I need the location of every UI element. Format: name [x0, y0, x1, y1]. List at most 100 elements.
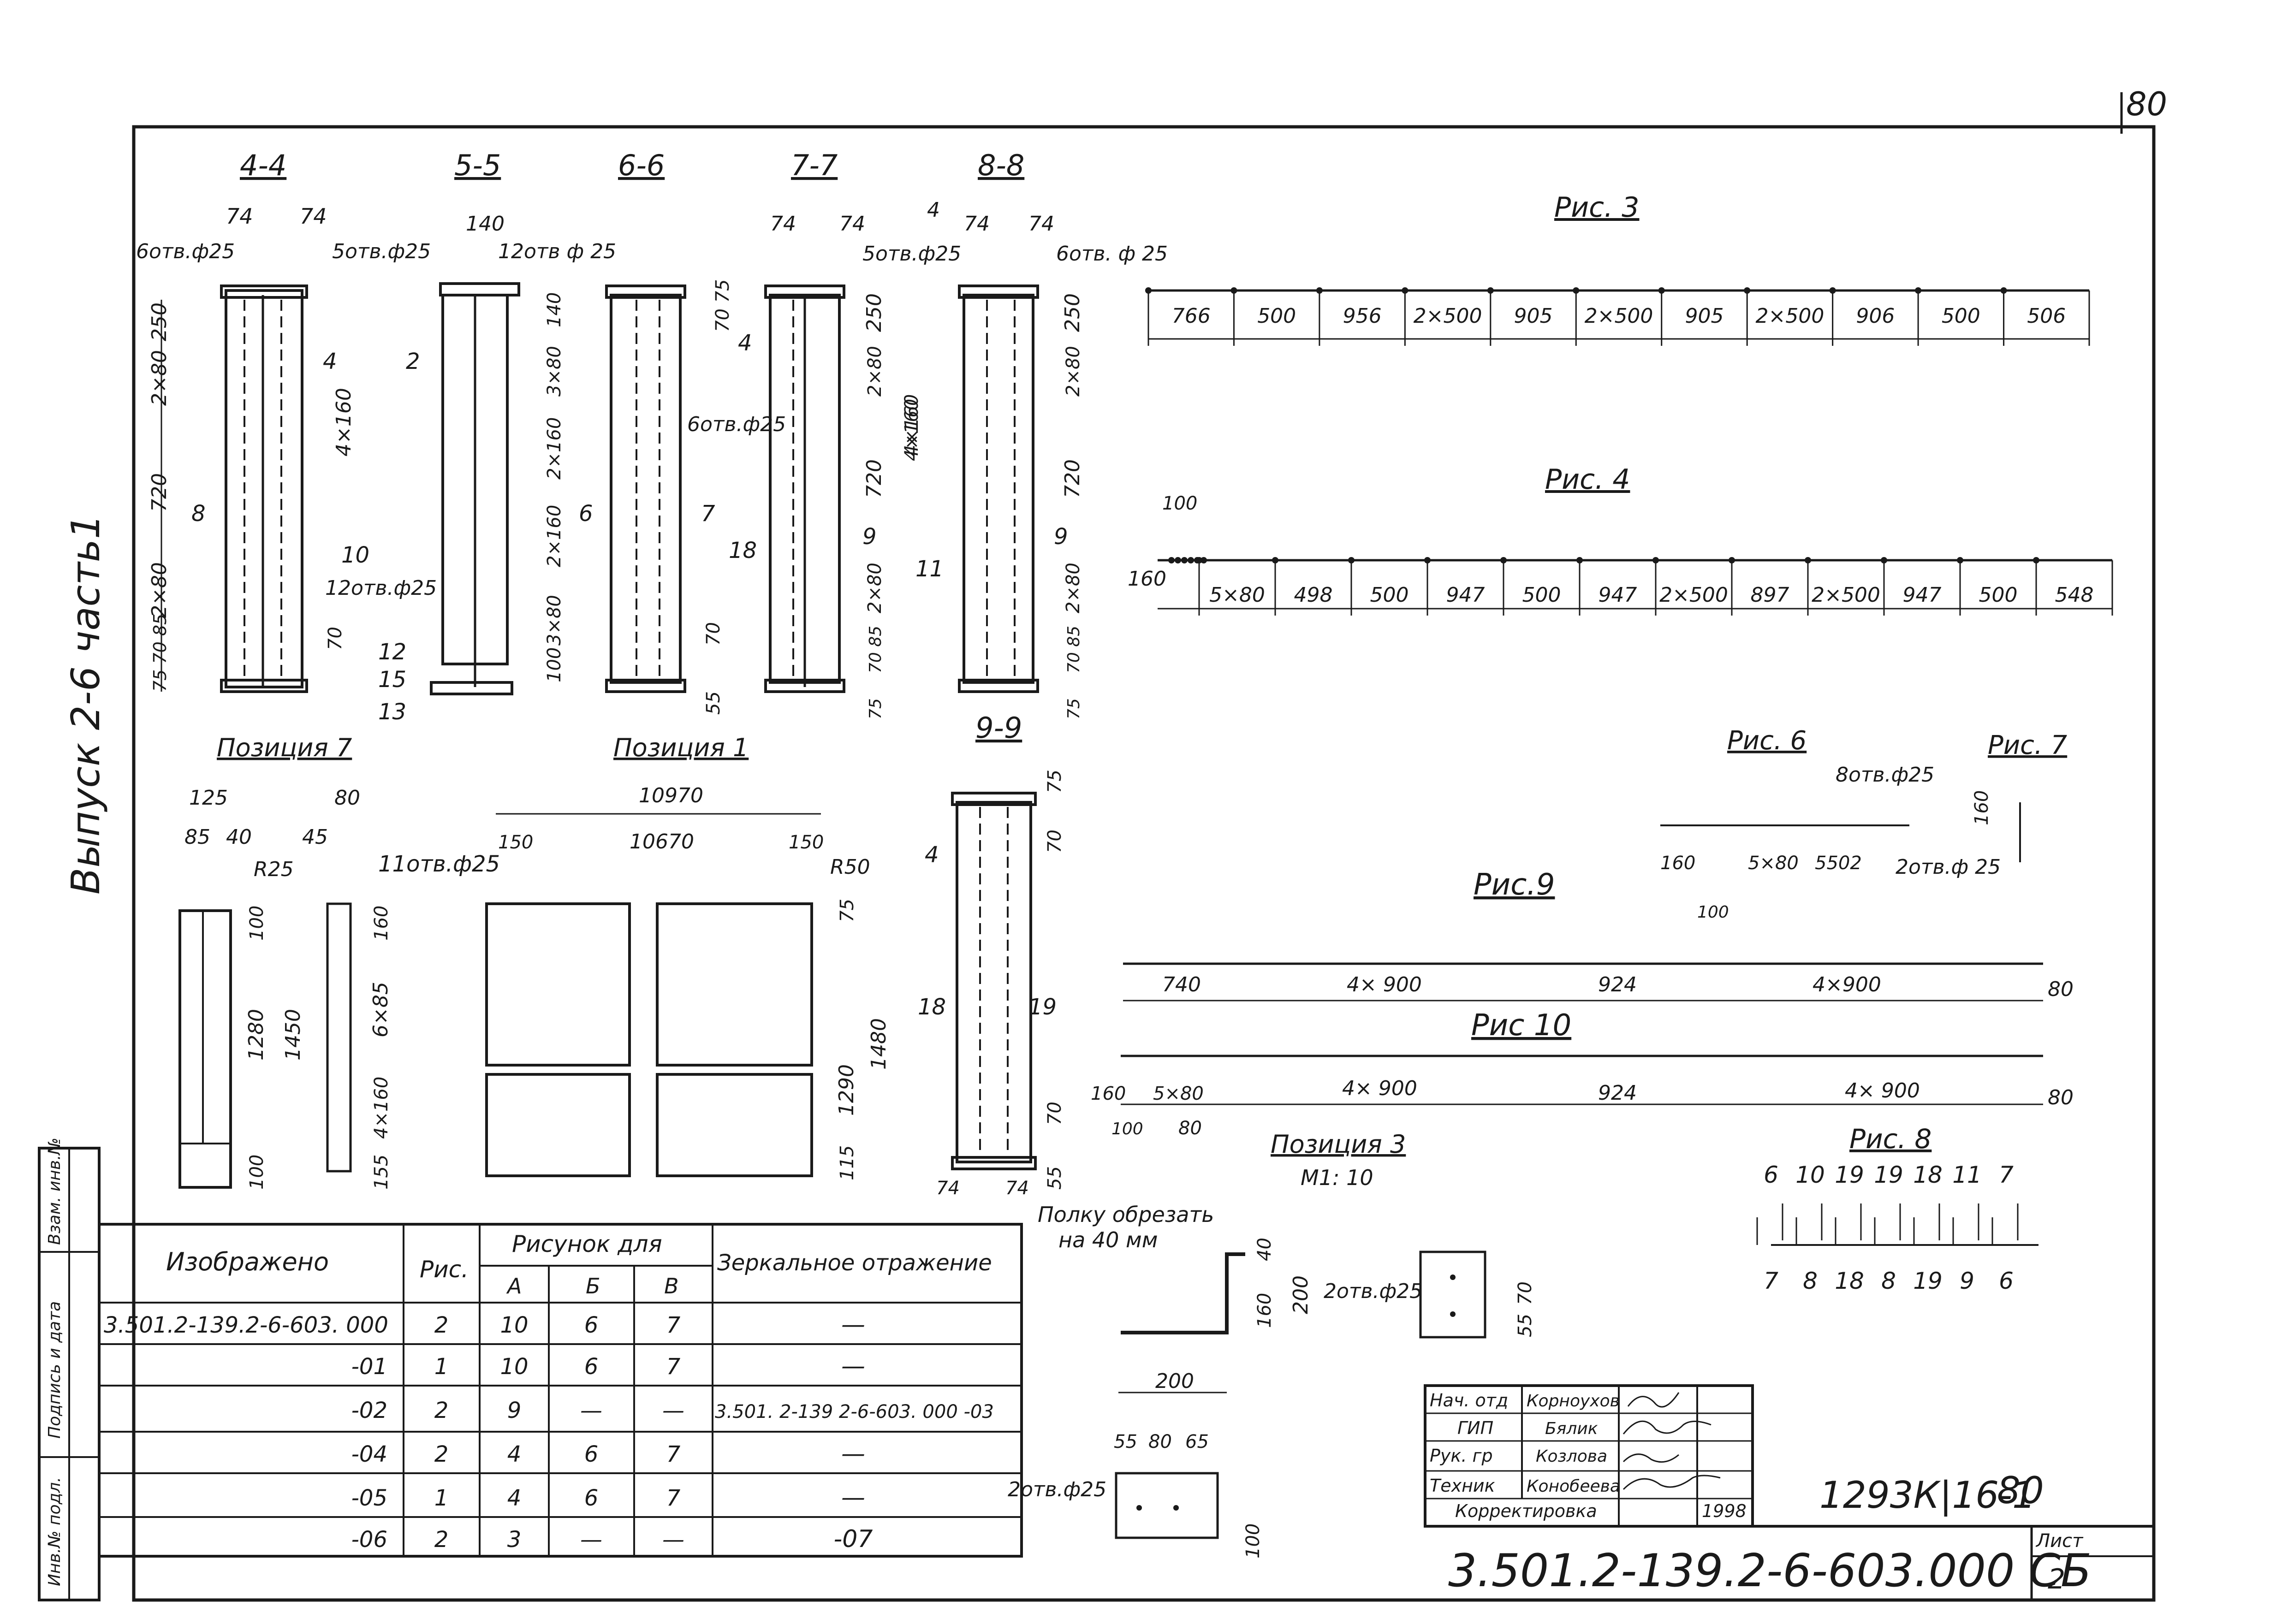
table-cell-c: — — [662, 1527, 684, 1553]
dim-88-right-5: 75 — [1064, 698, 1083, 719]
bottom-dim-100: 100 — [1242, 1523, 1264, 1559]
dim-66-70: 70 — [703, 622, 724, 646]
callout-88-11: 11 — [915, 556, 944, 582]
section-6-6: 6-6 6 7 70 55 — [579, 148, 724, 715]
bottom-dim-55: 55 — [1114, 1431, 1137, 1452]
fig8-bottom-label: 9 — [1960, 1268, 1974, 1294]
fig3-cell: 2×500 — [1755, 304, 1824, 328]
fig8-bottom-label: 18 — [1835, 1268, 1864, 1294]
fig9-cell-0: 740 — [1162, 973, 1201, 996]
pos1-dim-10670: 10670 — [630, 830, 694, 853]
callout-66-6: 6 — [579, 501, 593, 527]
pos3-scale: М1: 10 — [1301, 1165, 1373, 1190]
fig8-top-label: 19 — [1874, 1162, 1903, 1188]
fig8-bottom-label: 8 — [1881, 1268, 1896, 1294]
pos7-holes: 11отв.ф25 — [378, 851, 500, 877]
dim-55-r6: 100 — [544, 647, 565, 682]
table-cell-name: -04 — [351, 1441, 387, 1467]
table-cell-a: 4 — [507, 1441, 522, 1467]
dim-44-top-left: 74 — [226, 204, 253, 229]
dim-99-r3: 55 — [1044, 1166, 1065, 1190]
fig4-cell: 5×80 — [1209, 583, 1265, 607]
table-cell-fig: 1 — [434, 1354, 449, 1380]
section-9-9: 9-9 75 70 4 18 19 70 55 74 74 — [918, 711, 1065, 1199]
dim-77-right-3: 2×80 — [864, 563, 886, 613]
dim-77-right-4: 70 85 — [866, 626, 885, 673]
pos7-plate-80: 80 — [334, 786, 360, 810]
vertical-title: Выпуск 2-6 часть1 — [63, 514, 109, 895]
fig8-top-label: 11 — [1952, 1162, 1982, 1188]
holes-88-left: 5отв.ф25 — [862, 242, 961, 266]
signature-1 — [1622, 1420, 1712, 1434]
fig10-title: Рис 10 — [1471, 1008, 1571, 1043]
dim-88-top-right: 74 — [1028, 212, 1054, 236]
tb-role-3: Техник — [1430, 1476, 1495, 1496]
dim-99-r1: 70 — [1044, 830, 1065, 853]
tb-role-2: Рук. гр — [1430, 1446, 1493, 1466]
callout-44-12: 12 — [378, 639, 406, 665]
dim-99-b1: 74 — [1005, 1178, 1029, 1199]
table-cell-c: 7 — [666, 1354, 681, 1380]
bottom-dim-80: 80 — [1148, 1431, 1172, 1452]
fig6-holes: 8отв.ф25 — [1836, 763, 1934, 787]
fig4-cell: 2×500 — [1659, 583, 1728, 607]
signature-3 — [1622, 1475, 1721, 1490]
fig6-title: Рис. 6 — [1727, 726, 1807, 756]
table-cell-b: — — [580, 1398, 602, 1423]
fig4-cell: 947 — [1446, 583, 1485, 607]
dim-55-r4: 2×160 — [544, 505, 565, 567]
fig3-cell: 766 — [1172, 304, 1211, 328]
table-header-fig-for: Рисунок для — [512, 1231, 662, 1257]
fig-10: Рис 10 160 5×80 4× 900 924 4× 900 80 100… — [1091, 1008, 2074, 1139]
table-cell-fig: 2 — [434, 1527, 449, 1553]
table-cell-name: -05 — [351, 1485, 387, 1511]
fig3-cell: 500 — [1257, 304, 1296, 328]
fig8-top-label: 19 — [1835, 1162, 1864, 1188]
fig10-cell-2: 4× 900 — [1342, 1077, 1417, 1100]
dim-44-top-right: 74 — [300, 204, 327, 229]
table-cell-mirror: — — [841, 1352, 865, 1380]
table-cell-a: 10 — [500, 1312, 528, 1338]
dim-77-inner: 4×160 — [901, 394, 922, 456]
position-1: Позиция 1 10970 150 10670 150 R50 75 129… — [485, 733, 891, 1180]
dim-55-r1: 3×80 — [544, 346, 565, 397]
table-sub-a: А — [506, 1274, 522, 1298]
fig8-bottom-label: 19 — [1913, 1268, 1943, 1294]
fig10-cell-5: 80 — [2048, 1086, 2074, 1109]
pos7-dim-r25: R25 — [254, 858, 294, 881]
fig4-cell: 947 — [1599, 583, 1637, 607]
dim-99-r0: 75 — [1044, 770, 1065, 793]
pos7-dim-100-top: 100 — [246, 906, 267, 941]
holes-detail: 2отв.ф25 70 55 — [1324, 1251, 1536, 1339]
dim-88-right-3: 2×80 — [1063, 563, 1084, 613]
fig3-title: Рис. 3 — [1554, 191, 1639, 224]
dim-55-r0: 140 — [544, 292, 565, 327]
title-block: Нач. отд ГИП Рук. гр Техник Корноухов Бя… — [1424, 1384, 2154, 1600]
section-label-5-5: 5-5 — [454, 148, 501, 182]
fig10-cell-1: 5×80 — [1153, 1083, 1204, 1104]
section-label-6-6: 6-6 — [618, 148, 665, 182]
fig9-title: Рис.9 — [1474, 868, 1555, 902]
holes-detail-label: 2отв.ф25 — [1324, 1280, 1422, 1303]
table-cell-b: 6 — [584, 1485, 599, 1511]
table-cell-mirror: — — [841, 1311, 865, 1339]
table-cell-c: — — [662, 1398, 684, 1423]
holes-detail-dim-70: 70 — [1515, 1281, 1536, 1305]
table-cell-c: 7 — [666, 1485, 681, 1511]
page-number: 80 — [2126, 85, 2167, 123]
fig9-cell-1: 4× 900 — [1347, 973, 1422, 996]
tb-name-3: Конобеева — [1527, 1477, 1620, 1496]
drawing-frame — [132, 125, 2156, 1602]
table-cell-fig: 2 — [434, 1398, 449, 1423]
callout-99-19: 19 — [1028, 994, 1057, 1020]
flange-dim-200v: 200 — [1289, 1275, 1313, 1314]
dim-88-left-1: 4×160 — [901, 399, 922, 461]
bottom-dim-65: 65 — [1185, 1431, 1209, 1452]
fig4-cell: 947 — [1903, 583, 1942, 607]
dim-44-bottom-right: 70 — [325, 627, 346, 650]
bottom-detail-label: 2отв.ф25 — [1008, 1478, 1106, 1501]
callout-88-4: 4 — [927, 198, 940, 222]
